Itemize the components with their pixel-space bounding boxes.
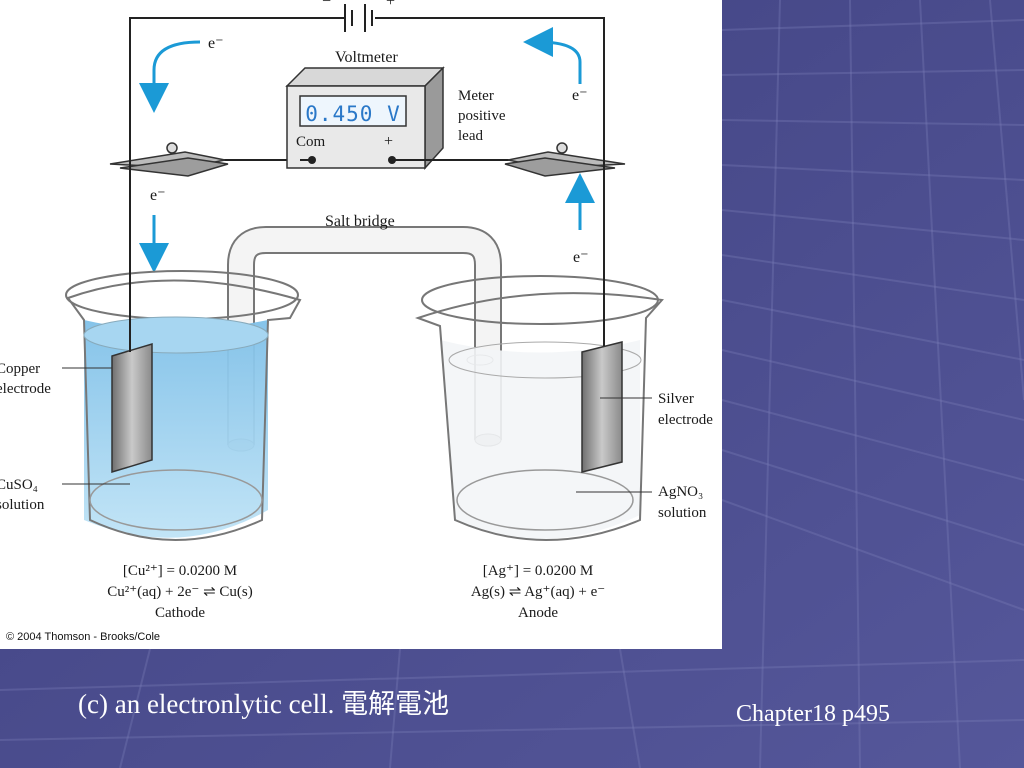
copper-electrode-label-2: electrode bbox=[0, 381, 51, 397]
cuso4-solution-label-1: CuSO₄ bbox=[0, 477, 38, 493]
meter-note-line-1: Meter bbox=[458, 88, 494, 104]
right-concentration: [Ag⁺] = 0.0200 M bbox=[483, 563, 594, 579]
agno3-solution-label-1: AgNO₃ bbox=[658, 484, 703, 500]
copper-electrode bbox=[111, 18, 153, 474]
voltmeter-reading: 0.450 V bbox=[305, 102, 401, 126]
battery-plus-sign: + bbox=[386, 0, 395, 10]
electron-label-left-down: e⁻ bbox=[150, 187, 166, 204]
electron-label-top-right: e⁻ bbox=[572, 87, 588, 104]
left-beaker bbox=[65, 270, 302, 541]
battery-symbol bbox=[344, 4, 373, 32]
copyright-credit: © 2004 Thomson - Brooks/Cole bbox=[6, 631, 161, 643]
electron-label-right-up: e⁻ bbox=[573, 249, 589, 266]
electrochemical-cell-figure: − + e⁻ e⁻ e⁻ e⁻ Voltmeter 0.450 V Com + … bbox=[0, 0, 714, 643]
left-role: Cathode bbox=[155, 605, 205, 621]
right-reaction: Ag(s) ⇌ Ag⁺(aq) + e⁻ bbox=[471, 584, 605, 600]
meter-note-line-3: lead bbox=[458, 128, 483, 144]
voltmeter-plus-label: + bbox=[384, 133, 393, 150]
left-concentration: [Cu²⁺] = 0.0200 M bbox=[123, 563, 237, 579]
meter-note-line-2: positive bbox=[458, 108, 506, 124]
right-beaker bbox=[414, 275, 664, 541]
right-role: Anode bbox=[518, 605, 558, 621]
voltmeter-com-label: Com bbox=[296, 134, 326, 150]
silver-electrode-label-2: electrode bbox=[658, 412, 713, 428]
salt-bridge-label: Salt bridge bbox=[325, 213, 395, 230]
agno3-solution-label-2: solution bbox=[658, 505, 707, 521]
chapter-reference: Chapter18 p495 bbox=[736, 701, 890, 727]
battery-minus-sign: − bbox=[322, 0, 331, 10]
left-reaction: Cu²⁺(aq) + 2e⁻ ⇌ Cu(s) bbox=[107, 584, 253, 600]
copper-electrode-label-1: Copper bbox=[0, 361, 40, 377]
alligator-clip-right bbox=[504, 142, 626, 177]
cuso4-solution-label-2: solution bbox=[0, 497, 45, 513]
slide-caption: (c) an electronlytic cell. 電解電池 bbox=[78, 689, 450, 719]
electron-arrow-top-left bbox=[139, 40, 201, 113]
circuit-wires bbox=[129, 17, 605, 345]
silver-electrode-label-1: Silver bbox=[658, 391, 694, 407]
voltmeter-title: Voltmeter bbox=[335, 49, 398, 66]
electron-arrow-top-right bbox=[523, 27, 582, 84]
silver-electrode bbox=[581, 18, 623, 473]
voltmeter bbox=[285, 66, 445, 170]
electron-label-top-left: e⁻ bbox=[208, 35, 224, 52]
alligator-clip-left bbox=[109, 142, 229, 177]
